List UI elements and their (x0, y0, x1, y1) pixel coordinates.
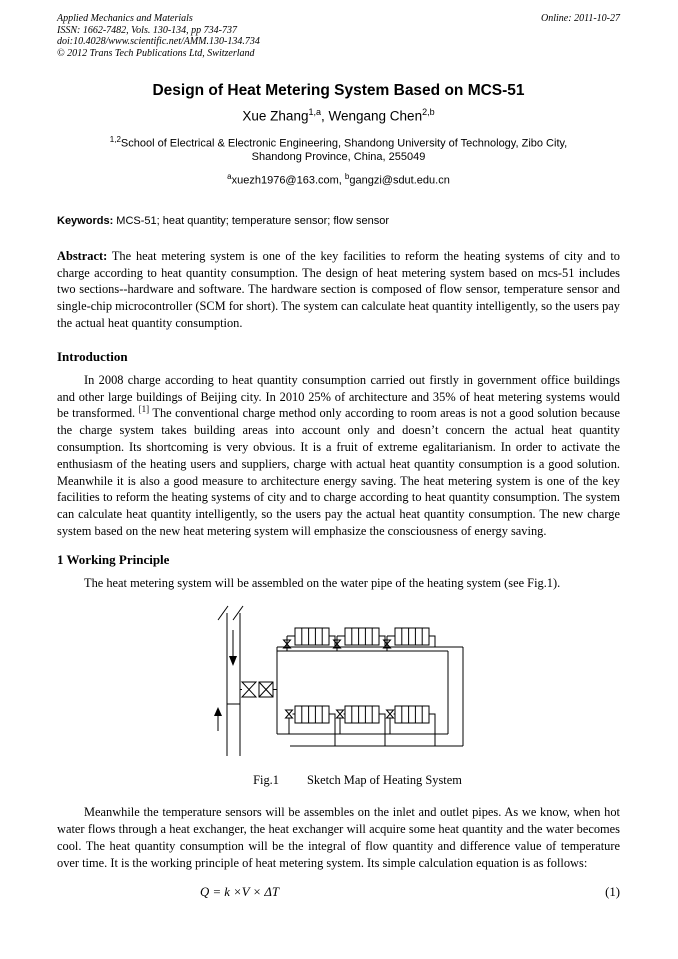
page-content: Applied Mechanics and Materials ISSN: 16… (57, 0, 620, 901)
heating-system-diagram (214, 606, 464, 757)
working-principle-heading: 1 Working Principle (57, 552, 170, 568)
introduction-text-end: The conventional charge method only acco… (57, 406, 620, 538)
online-date: Online: 2011-10-27 (541, 13, 620, 24)
meanwhile-paragraph: Meanwhile the temperature sensors will b… (57, 805, 620, 870)
boxed-valve-icon (258, 681, 277, 698)
equation-row: Q = k ×V × ΔT (1) (57, 884, 620, 901)
author-2: Wengang Chen (328, 108, 423, 124)
email-a-superscript: a (227, 172, 232, 182)
authors-line: Xue Zhang1,a, Wengang Chen2,b (57, 104, 620, 125)
supply-return-pipes (217, 606, 244, 757)
introduction-paragraph: In 2008 charge according to heat quantit… (57, 372, 620, 540)
journal-name: Applied Mechanics and Materials (57, 13, 193, 24)
author-1: Xue Zhang (242, 108, 309, 124)
journal-header: Applied Mechanics and Materials ISSN: 16… (57, 0, 620, 59)
email-b: gangzi@sdut.edu.cn (349, 174, 450, 187)
flow-down-arrow-icon (229, 630, 237, 667)
abstract-text: The heat metering system is one of the k… (57, 248, 620, 330)
author-1-superscript: 1,a (308, 107, 321, 117)
author-separator: , (320, 108, 329, 124)
email-b-superscript: b (344, 172, 350, 182)
radiator (332, 627, 386, 652)
figure-caption-text: Sketch Map of Heating System (306, 773, 462, 788)
author-2-superscript: 2,b (422, 107, 435, 117)
introduction-heading: Introduction (57, 348, 128, 364)
email-a: xuezh1976@163.com, (231, 174, 345, 187)
keywords-text: MCS-51; heat quantity; temperature senso… (113, 214, 389, 227)
copyright-line: © 2012 Trans Tech Publications Ltd, Swit… (57, 47, 255, 59)
reference-marker: [1] (138, 404, 150, 415)
introduction-text-start: In 2008 charge according to heat quantit… (57, 372, 620, 421)
radiator (284, 705, 336, 747)
emails-line: axuezh1976@163.com, bgangzi@sdut.edu.cn (57, 170, 620, 188)
keywords-label: Keywords: (57, 214, 114, 227)
figure-caption-label: Fig.1 (253, 773, 279, 788)
radiator (335, 705, 386, 747)
working-principle-paragraph: The heat metering system will be assembl… (84, 576, 561, 591)
radiator (385, 705, 436, 747)
abstract-label: Abstract: (57, 248, 108, 263)
figure-1-heating-system (57, 604, 620, 766)
paper-title: Design of Heat Metering System Based on … (152, 82, 525, 99)
affiliation-line-2: Shandong Province, China, 255049 (251, 151, 426, 164)
flow-up-arrow-icon (214, 707, 222, 732)
affiliation: 1,2School of Electrical & Electronic Eng… (57, 133, 620, 165)
issn-line: ISSN: 1662-7482, Vols. 130-134, pp 734-7… (57, 24, 237, 36)
equation-1: Q = k ×V × ΔT (200, 884, 280, 899)
doi-line: doi:10.4028/www.scientific.net/AMM.130-1… (57, 36, 260, 47)
affiliation-superscript: 1,2 (109, 134, 121, 144)
keywords-line: Keywords: MCS-51; heat quantity; tempera… (57, 214, 620, 228)
pipe-network (276, 646, 464, 747)
radiator (282, 627, 336, 652)
figure-1-caption: Fig.1 Sketch Map of Heating System (57, 772, 620, 788)
journal-header-left: Applied Mechanics and Materials ISSN: 16… (57, 13, 260, 59)
gate-valve-icon (240, 681, 258, 698)
radiator (382, 627, 436, 652)
equation-1-number: (1) (605, 884, 620, 899)
affiliation-line-1: School of Electrical & Electronic Engine… (120, 137, 568, 150)
abstract-paragraph: Abstract: The heat metering system is on… (57, 248, 620, 332)
